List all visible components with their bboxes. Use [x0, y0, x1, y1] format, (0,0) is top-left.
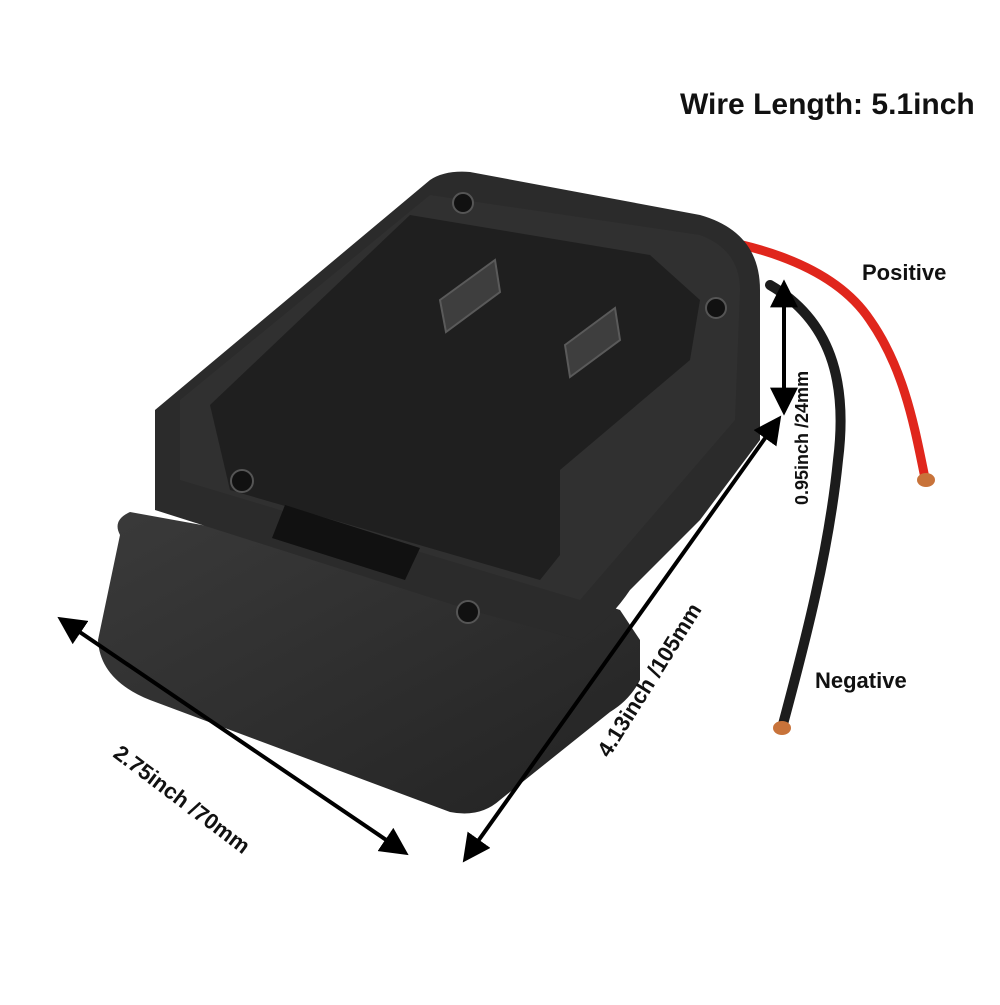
- terminal-right: [563, 306, 622, 379]
- black-wire-copper-tip: [773, 721, 791, 735]
- red-wire-copper-tip: [917, 473, 935, 487]
- length-dimension-arrow: [462, 415, 782, 863]
- width-dimension-arrow: [57, 616, 409, 856]
- wire-length-label: Wire Length: 5.1inch: [680, 88, 975, 121]
- positive-wire-label: Positive: [862, 260, 947, 285]
- terminal-left: [438, 258, 502, 334]
- battery-slot: [210, 215, 700, 580]
- negative-wire-label: Negative: [815, 668, 907, 693]
- black-wire: [765, 280, 846, 733]
- height-dimension-label: 0.95inch /24mm: [792, 370, 812, 505]
- front-slot: [272, 505, 420, 580]
